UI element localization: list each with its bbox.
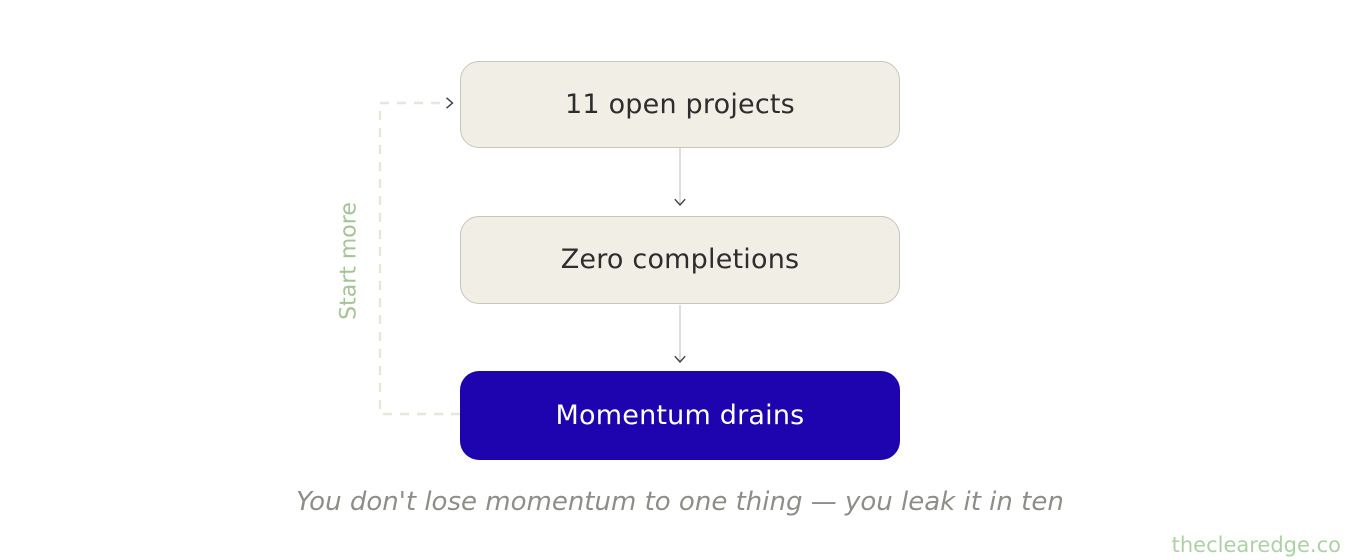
diagram-caption: You don't lose momentum to one thing — y… xyxy=(296,487,1064,517)
feedback-loop-dashed-line xyxy=(378,101,460,416)
feedback-arrowhead-icon xyxy=(446,97,454,109)
arrowhead-down-icon-2 xyxy=(674,355,686,364)
flow-node-open-projects: 11 open projects xyxy=(460,61,900,148)
flow-node-label: Zero completions xyxy=(560,244,800,276)
flow-node-label: 11 open projects xyxy=(565,88,795,120)
feedback-loop-label: Start more xyxy=(336,202,362,320)
flow-node-label: Momentum drains xyxy=(555,399,805,431)
flow-node-zero-completions: Zero completions xyxy=(460,216,900,304)
watermark-text: theclearedge.co xyxy=(1171,533,1341,557)
flow-node-momentum-drains: Momentum drains xyxy=(460,371,900,460)
arrowhead-down-icon-1 xyxy=(674,198,686,207)
